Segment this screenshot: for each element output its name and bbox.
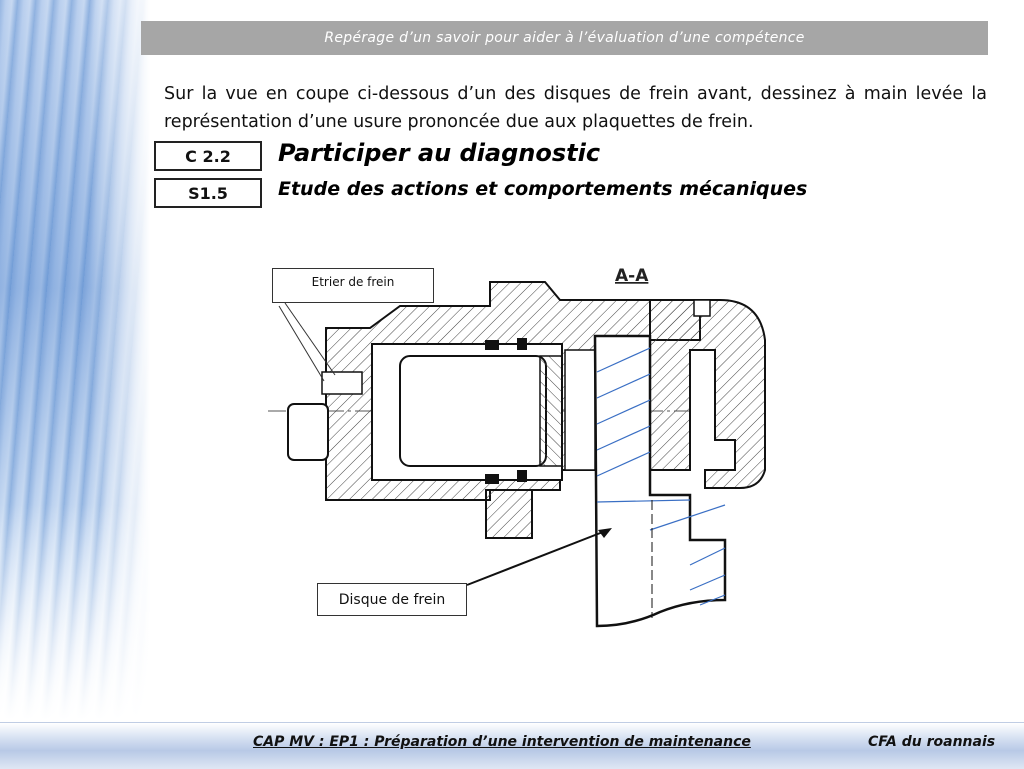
bleed-boss [287, 403, 329, 461]
outer-pin [693, 299, 711, 317]
instruction-text: Sur la vue en coupe ci-dessous d’un des … [164, 84, 987, 132]
seal-bottom-2 [517, 470, 527, 482]
piston-hatch [539, 355, 563, 467]
competence-title: Participer au diagnostic [278, 139, 601, 167]
caliper-leader [284, 302, 336, 376]
caliper-label: Etrier de frein [272, 268, 434, 303]
page-banner: Repérage d’un savoir pour aider à l’éval… [141, 21, 988, 55]
brake-disc [593, 334, 727, 628]
competence-code: C 2.2 [185, 146, 231, 166]
footer-course: CAP MV : EP1 : Préparation d’une interve… [253, 734, 751, 750]
seal-bottom [485, 474, 499, 484]
side-decoration [0, 0, 150, 720]
savoir-code-box: S1.5 [154, 178, 262, 208]
inner-pad [564, 349, 596, 471]
banner-title: Repérage d’un savoir pour aider à l’éval… [324, 30, 805, 46]
footer-band [0, 722, 1024, 769]
disc-leader-arrow [598, 528, 612, 538]
seal-top [485, 340, 499, 350]
caliper-outer-arm [649, 299, 766, 489]
bleed-screw [321, 371, 363, 395]
brake-section-drawing: A-A [268, 266, 766, 628]
disc-label: Disque de frein [317, 583, 467, 616]
caliper-leader-2 [278, 305, 325, 382]
footer-school: CFA du roannais [868, 734, 996, 750]
disc-leader [466, 529, 609, 586]
seal-top-2 [517, 338, 527, 350]
savoir-title: Etude des actions et comportements mécan… [278, 178, 808, 200]
competence-code-box: C 2.2 [154, 141, 262, 171]
section-label: A-A [615, 266, 649, 286]
piston [399, 355, 547, 467]
savoir-code: S1.5 [188, 183, 228, 203]
lower-bracket [485, 489, 533, 539]
disc-hatching [596, 347, 726, 606]
